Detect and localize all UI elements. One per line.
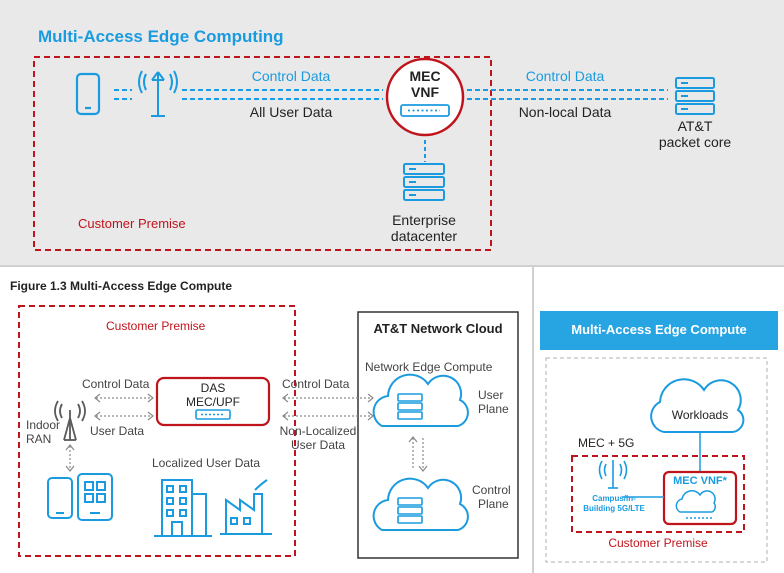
divider-horizontal (0, 265, 784, 267)
mec-vnf-label-2: VNF (411, 84, 439, 100)
divider-vertical (532, 267, 534, 573)
das-label-1: DAS (200, 381, 226, 395)
right-outer-dashed-box (545, 357, 768, 563)
mec-vnf-server-icon (400, 104, 450, 117)
top-panel (0, 0, 784, 265)
enterprise-label-2: datacenter (390, 228, 458, 244)
factory-icon (220, 479, 272, 535)
network-cloud-title: AT&T Network Cloud (373, 321, 503, 336)
top-customer-premise-box (33, 56, 492, 251)
top-all-user-data: All User Data (249, 104, 333, 120)
att-core-label-2: packet core (658, 134, 732, 150)
enterprise-server-icon (403, 163, 445, 201)
phone-tower-link (114, 89, 132, 100)
control-plane-label-2: Plane (478, 497, 509, 511)
ran-devices-arrow (65, 444, 75, 472)
office-building-icon (154, 479, 212, 537)
top-control-data-left: Control Data (251, 68, 331, 84)
tablet-icon (77, 473, 113, 521)
right-customer-premise-label: Customer Premise (608, 536, 708, 550)
left-customer-premise-label: Customer Premise (106, 319, 206, 333)
att-core-server-icon (675, 77, 715, 115)
top-non-local-data: Non-local Data (518, 104, 612, 120)
att-core-label-1: AT&T (677, 118, 713, 134)
das-label-2: MEC/UPF (186, 395, 240, 409)
campus-label-2: Building 5G/LTE (583, 504, 645, 513)
left-customer-premise-box (18, 305, 296, 557)
indoor-ran-label-1: Indoor (26, 418, 61, 432)
campus-tower-icon (598, 460, 628, 489)
right-title-bar (540, 311, 778, 350)
top-customer-premise-label: Customer Premise (78, 216, 186, 231)
user-plane-server-icon (397, 393, 423, 420)
cell-tower-icon (138, 70, 178, 117)
top-title: Multi-Access Edge Computing (38, 27, 284, 46)
indoor-ran-tower-icon (54, 400, 86, 441)
left-data-arrows (94, 393, 374, 421)
control-plane-label-1: Control (472, 483, 511, 497)
left-user-data: User Data (90, 424, 145, 438)
phone-icon (75, 72, 101, 116)
user-plane-label-2: Plane (478, 402, 509, 416)
top-control-data-right: Control Data (525, 68, 605, 84)
figure-title: Figure 1.3 Multi-Access Edge Compute (10, 279, 233, 293)
network-edge-label: Network Edge Compute (365, 360, 493, 374)
right-customer-premise-box (571, 455, 745, 533)
right-mec-vnf-label: MEC VNF* (673, 475, 727, 487)
non-localized-label-2: User Data (290, 438, 346, 452)
plane-link-arrows (408, 436, 428, 472)
indoor-ran-label-2: RAN (26, 432, 52, 446)
right-mec-vnf-box (662, 470, 738, 526)
non-localized-label-1: Non-Localized (279, 424, 357, 438)
workloads-cloud-icon (650, 378, 745, 433)
right-title: Multi-Access Edge Compute (571, 322, 747, 337)
control-plane-server-icon (397, 497, 423, 524)
right-mini-cloud-icon (675, 490, 716, 519)
mobile-phone-icon (47, 477, 73, 519)
user-plane-label-1: User (478, 388, 504, 402)
mec-5g-label: MEC + 5G (578, 436, 635, 450)
left-control-data: Control Data (82, 377, 150, 391)
campus-label-1: Campus/In- (592, 494, 636, 503)
das-server-icon (195, 409, 231, 420)
enterprise-label-1: Enterprise (392, 212, 456, 228)
top-main-links (182, 89, 668, 162)
workloads-label: Workloads (671, 408, 729, 422)
localized-user-data: Localized User Data (152, 456, 261, 470)
mid-control-data: Control Data (282, 377, 350, 391)
mec-vnf-label-1: MEC (409, 68, 441, 84)
das-mec-upf-box (155, 376, 271, 427)
